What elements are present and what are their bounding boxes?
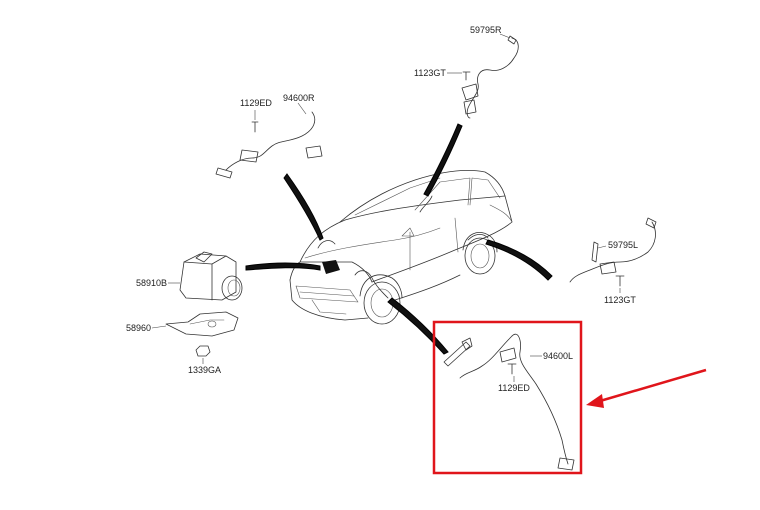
- mounting-nut: [195, 345, 211, 357]
- label-94600L: 94600L: [543, 351, 573, 361]
- rear-left-sensor-group: 59795L 1123GT: [569, 217, 657, 305]
- leader-59795L: [597, 245, 607, 249]
- abs-bracket-hole: [207, 320, 217, 328]
- callout-wedges: [245, 123, 553, 355]
- front-wheel: [363, 281, 401, 325]
- rear-right-sensor-group: 59795R 1123GT: [414, 25, 519, 119]
- highlight-arrow-shaft: [599, 368, 707, 403]
- label-58910B: 58910B: [136, 278, 167, 288]
- side-window-rear: [469, 177, 501, 206]
- front-left-sensor-clip: [499, 347, 517, 363]
- callout-wedge-abs: [245, 262, 321, 271]
- rear-right-sensor-connector: [507, 35, 517, 45]
- highlight-arrow-head: [586, 394, 604, 408]
- car-roof-line: [339, 170, 506, 223]
- label-1129ED-left: 1129ED: [498, 383, 530, 393]
- rear-left-sensor-connector: [645, 217, 657, 229]
- front-left-bolt: [507, 363, 517, 375]
- label-1123GT-right: 1123GT: [414, 68, 446, 78]
- abs-motor-cap: [227, 279, 241, 297]
- front-left-sensor-cable-branch: [459, 335, 513, 379]
- abs-bracket-group: 58960 1339GA: [126, 311, 239, 375]
- callout-wedge-rear-right: [423, 123, 463, 197]
- front-bumper: [289, 279, 369, 321]
- label-1129ED-right: 1129ED: [240, 98, 272, 108]
- front-right-sensor-connector: [305, 145, 323, 159]
- leader-58960: [151, 325, 167, 329]
- car-belt-line: [344, 195, 506, 221]
- label-94600R: 94600R: [283, 93, 315, 103]
- label-1123GT-left: 1123GT: [604, 295, 636, 305]
- windshield-line: [354, 177, 441, 216]
- grille-bar: [299, 291, 355, 297]
- front-right-sensor-group: 1129ED 94600R: [215, 93, 323, 179]
- rear-left-bolt: [615, 275, 625, 287]
- callout-wedge-rear-left: [485, 239, 553, 281]
- leader-94600R: [297, 102, 307, 115]
- front-left-sensor-connector: [557, 457, 575, 471]
- front-left-sensor-head: [443, 341, 471, 367]
- front-left-sensor-group: 94600L 1129ED: [443, 333, 575, 471]
- front-right-sensor-clip: [239, 149, 259, 163]
- front-right-bolt: [251, 121, 259, 133]
- abs-port: [195, 251, 213, 263]
- abs-bracket: [165, 311, 239, 337]
- hood-crease: [304, 227, 441, 259]
- harness-front-left: [354, 270, 389, 299]
- trunk-line: [489, 204, 513, 223]
- rear-right-sensor-head: [463, 99, 477, 115]
- rear-left-sensor-clip: [599, 261, 617, 275]
- lower-intake: [311, 299, 347, 315]
- abs-bracket-rib: [189, 319, 225, 325]
- harness-front-right: [317, 240, 336, 249]
- car-side-sill: [371, 195, 513, 283]
- leader-59795R: [499, 33, 511, 39]
- hood-front-line: [299, 219, 346, 263]
- car-illustration: [289, 170, 513, 325]
- abs-location-marker: [322, 260, 340, 274]
- abs-motor: [221, 275, 243, 301]
- rear-left-sensor-head: [591, 241, 599, 263]
- abs-unit-group: 58910B: [136, 251, 243, 301]
- label-1339GA: 1339GA: [188, 365, 221, 375]
- side-mirror: [401, 227, 415, 237]
- label-58960: 58960: [126, 323, 151, 333]
- label-59795L: 59795L: [608, 240, 638, 250]
- rear-left-sensor-cable: [569, 221, 656, 283]
- label-59795R: 59795R: [470, 25, 502, 35]
- harness-rear-right: [419, 195, 433, 213]
- car-harness: [317, 195, 489, 299]
- front-left-sensor-cable: [511, 333, 569, 465]
- rear-right-sensor-bracket: [461, 83, 479, 101]
- abs-top-edge: [183, 255, 227, 265]
- side-window-front: [414, 177, 471, 211]
- callout-wedge-front-left: [387, 297, 449, 355]
- front-right-sensor-head: [215, 167, 233, 179]
- front-grille: [295, 285, 359, 303]
- rear-right-sensor-cable: [466, 37, 519, 119]
- highlight-annotation: [432, 320, 707, 475]
- front-left-sensor-tip: [461, 337, 473, 351]
- door-line-rear: [454, 217, 459, 253]
- front-wheel-arch: [359, 274, 403, 299]
- harness-rear-left: [467, 234, 489, 241]
- rear-wheel: [464, 237, 496, 275]
- highlight-box: [432, 320, 583, 475]
- rear-wheel-hub: [470, 243, 490, 269]
- rocker-line: [394, 274, 461, 301]
- callout-wedge-front-right: [283, 173, 324, 241]
- abs-hydraulic-block: [179, 253, 237, 301]
- front-right-sensor-cable: [225, 111, 316, 171]
- rear-right-bolt: [462, 71, 471, 81]
